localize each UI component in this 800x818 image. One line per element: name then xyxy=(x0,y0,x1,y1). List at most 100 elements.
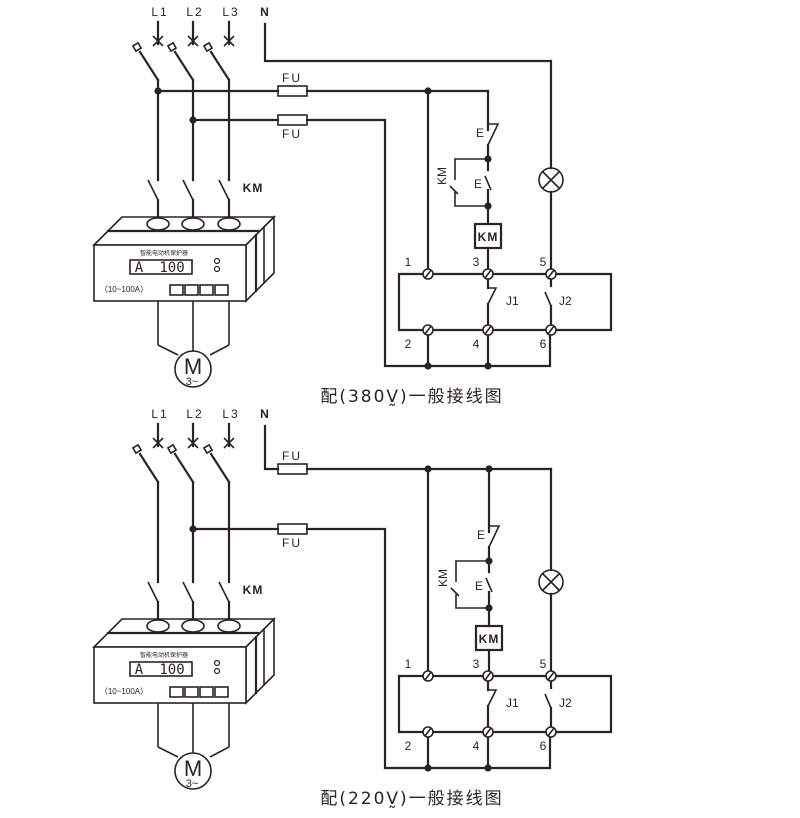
stop-button-contact xyxy=(487,123,500,146)
protector-key-button xyxy=(184,284,199,296)
phase-label-3: L3 xyxy=(222,5,239,19)
terminal-screw-slot xyxy=(484,269,492,279)
junction-dot xyxy=(424,362,432,370)
motor-phase: 3~ xyxy=(186,376,199,388)
current-transformer-hole xyxy=(146,217,170,231)
stop-button-label: E xyxy=(476,126,484,140)
phase-label-3: L3 xyxy=(222,407,239,421)
holding-contact-label: KM xyxy=(436,569,450,587)
fuse-label: FU xyxy=(282,127,302,141)
terminal-loop xyxy=(397,674,430,734)
terminal-screw-slot xyxy=(424,269,432,279)
breaker-handle-icon xyxy=(202,41,214,53)
breaker-blade xyxy=(173,50,195,82)
motor-lead xyxy=(209,344,230,356)
current-display xyxy=(129,661,193,677)
protector-key-button xyxy=(214,284,229,296)
display-value: 100 xyxy=(159,260,184,276)
motor-icon xyxy=(174,350,212,388)
status-led-icon xyxy=(213,667,221,675)
display-unit: A xyxy=(135,260,144,276)
phase-label-1: L1 xyxy=(151,5,168,19)
main-contact xyxy=(147,179,159,201)
breaker-blade xyxy=(138,50,160,82)
relay-j1-label: J1 xyxy=(506,696,519,710)
display-value: 100 xyxy=(159,662,184,678)
relay-j2-label: J2 xyxy=(559,294,572,308)
junction-dot xyxy=(484,362,492,370)
terminal-screw-slot xyxy=(484,671,492,681)
stop-button-label: E xyxy=(477,528,485,542)
terminal-loop xyxy=(397,272,430,332)
breaker-x xyxy=(187,437,199,449)
start-button-label: E xyxy=(474,177,482,191)
holding-wire xyxy=(454,158,488,180)
terminal-number-5: 5 xyxy=(540,657,547,671)
breaker-handle-icon xyxy=(131,443,143,455)
terminal-screw-slot xyxy=(547,727,555,737)
breaker-handle-icon xyxy=(131,41,143,53)
neutral-wire xyxy=(263,424,280,471)
start-button-label: E xyxy=(475,579,483,593)
breaker-x xyxy=(152,437,164,449)
motor-lead xyxy=(209,746,230,758)
holding-contact-label: KM xyxy=(435,167,449,185)
breaker-x xyxy=(152,35,164,47)
terminal-number-4: 4 xyxy=(473,739,480,753)
breaker-blade xyxy=(138,452,160,484)
start-button-contact xyxy=(485,577,493,593)
relay-j2-contact xyxy=(544,693,552,709)
main-contact xyxy=(182,581,194,603)
terminal-number-3: 3 xyxy=(473,255,480,269)
terminal-screw-slot xyxy=(547,671,555,681)
relay-j1-contact xyxy=(487,689,498,707)
terminal-screw-slot xyxy=(424,325,432,335)
fuse-label: FU xyxy=(282,71,302,85)
protector-key-button xyxy=(199,284,214,296)
junction-dot xyxy=(484,764,492,772)
status-led-icon xyxy=(213,265,221,273)
holding-wire xyxy=(454,192,488,207)
terminal-loop xyxy=(549,272,613,332)
stop-button-contact xyxy=(488,525,501,548)
protector-name: 智能电动机保护器 xyxy=(140,651,188,659)
phase-label-1: L1 xyxy=(151,407,168,421)
terminal-screw-slot xyxy=(484,727,492,737)
relay-j2-label: J2 xyxy=(559,696,572,710)
breaker-handle-icon xyxy=(166,41,178,53)
terminal-number-2: 2 xyxy=(405,739,412,753)
terminal-number-6: 6 xyxy=(540,337,547,351)
motor-icon xyxy=(174,752,212,790)
fuse-icon xyxy=(277,85,308,97)
coil-label: KM xyxy=(479,632,500,646)
junction-dot xyxy=(424,764,432,772)
breaker-blade xyxy=(173,452,195,484)
diagram-title: 配(380V̰)一般接线图 xyxy=(320,387,503,407)
fuse-label: FU xyxy=(282,449,302,463)
motor-symbol: M xyxy=(184,756,202,781)
start-button-contact xyxy=(484,175,492,191)
terminal-number-3: 3 xyxy=(473,657,480,671)
main-contact xyxy=(182,179,194,201)
motor-lead xyxy=(157,344,179,356)
breaker-handle-icon xyxy=(202,443,214,455)
breaker-handle-icon xyxy=(166,443,178,455)
holding-contact xyxy=(450,587,460,597)
status-led-icon xyxy=(213,659,221,667)
motor-symbol: M xyxy=(184,354,202,379)
main-contact xyxy=(218,179,230,201)
terminal-screw-slot xyxy=(484,325,492,335)
terminal-screw-slot xyxy=(547,325,555,335)
terminal-number-2: 2 xyxy=(405,337,412,351)
terminal-screw-slot xyxy=(424,671,432,681)
neutral-label: N xyxy=(260,5,270,19)
current-transformer-hole xyxy=(181,217,205,231)
holding-contact xyxy=(449,185,459,195)
neutral-label: N xyxy=(260,407,270,421)
current-range: （10~100A） xyxy=(100,687,148,696)
breaker-x xyxy=(223,437,235,449)
terminal-number-5: 5 xyxy=(540,255,547,269)
